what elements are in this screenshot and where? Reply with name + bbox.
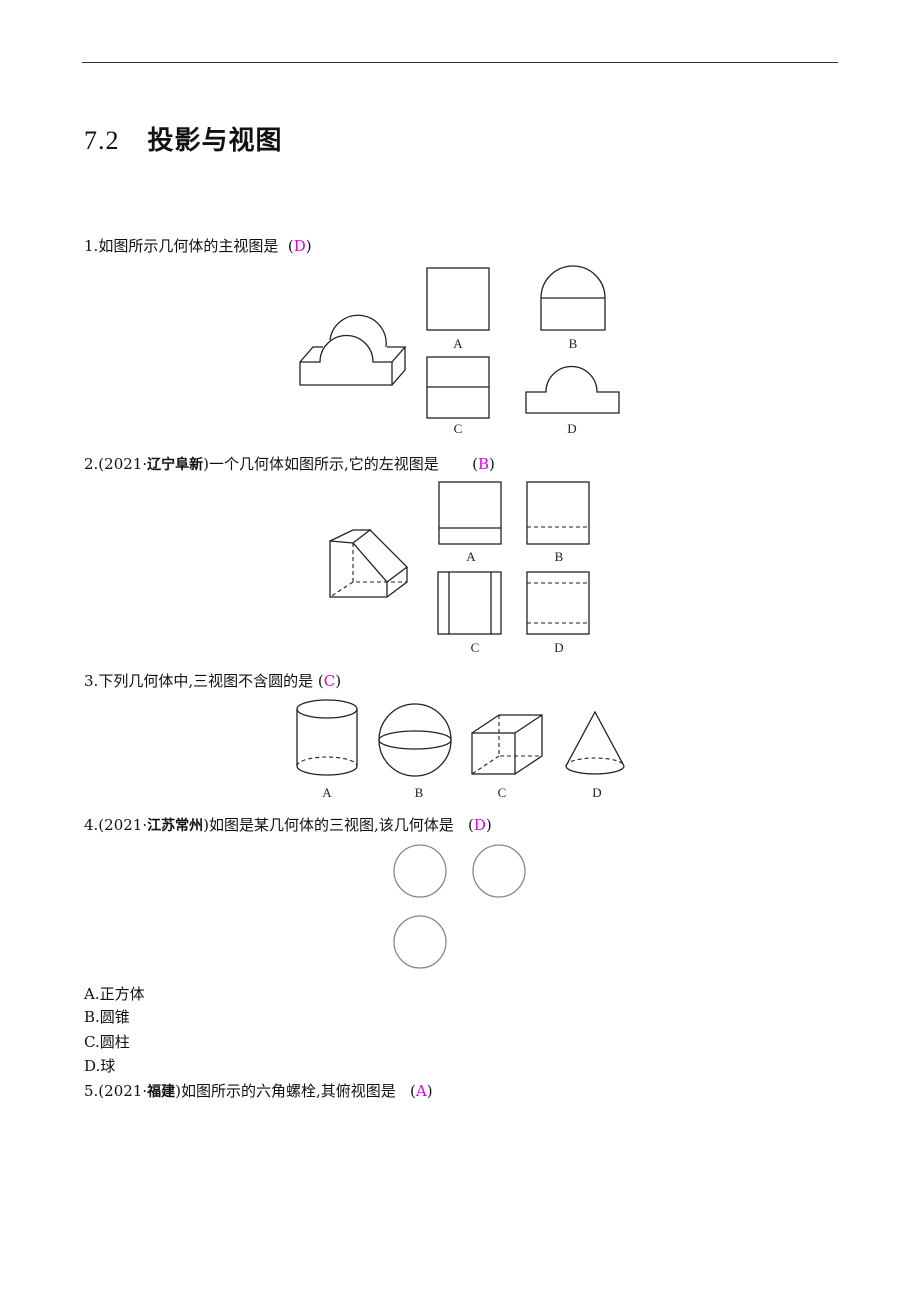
question-1: 1.如图所示几何体的主视图是 (D): [84, 237, 312, 255]
answer: D: [473, 816, 486, 834]
front-view-circle: [393, 844, 447, 898]
svg-text:A: A: [466, 549, 476, 564]
q3-cone: D: [565, 710, 625, 800]
svg-text:B: B: [569, 336, 578, 351]
q1-option-b: B: [540, 265, 606, 351]
svg-text:A: A: [453, 336, 463, 351]
q1-option-a: A: [426, 267, 490, 351]
q2-solid-figure: [329, 529, 408, 598]
choice-c: C.圆柱: [84, 1033, 130, 1051]
q3-sphere: B: [378, 703, 452, 800]
side-view-circle: [472, 844, 526, 898]
svg-text:B: B: [555, 549, 564, 564]
q1-option-c: C: [426, 356, 490, 436]
answer: D: [293, 237, 306, 255]
question-3: 3.下列几何体中,三视图不含圆的是 (C): [84, 672, 342, 690]
answer: A: [415, 1082, 427, 1100]
top-view-circle: [393, 915, 447, 969]
choice-a: A.正方体: [84, 985, 145, 1003]
q3-cylinder: A: [296, 699, 358, 800]
question-2: 2.(2021·辽宁阜新)一个几何体如图所示,它的左视图是 (B): [84, 455, 495, 473]
header-rule: [82, 62, 838, 63]
choice-b: B.圆锥: [84, 1008, 130, 1026]
svg-text:A: A: [322, 785, 332, 800]
q2-option-a: A: [438, 481, 502, 564]
q2-option-c: C: [437, 571, 502, 655]
q1-option-d: D: [525, 365, 620, 436]
svg-text:C: C: [454, 421, 463, 436]
svg-text:C: C: [471, 640, 480, 655]
q3-cube: C: [471, 714, 543, 800]
svg-text:C: C: [498, 785, 507, 800]
choice-d: D.球: [84, 1057, 116, 1075]
svg-text:D: D: [567, 421, 576, 436]
q4-three-views: [393, 844, 526, 969]
svg-text:B: B: [415, 785, 424, 800]
svg-text:D: D: [592, 785, 601, 800]
question-4: 4.(2021·江苏常州)如图是某几何体的三视图,该几何体是 (D): [84, 816, 492, 834]
svg-text:D: D: [554, 640, 563, 655]
answer: B: [477, 455, 489, 473]
q2-option-b: B: [526, 481, 590, 564]
question-5: 5.(2021·福建)如图所示的六角螺栓,其俯视图是 (A): [84, 1082, 433, 1100]
q2-option-d: D: [526, 571, 590, 655]
answer: C: [323, 672, 336, 690]
q1-solid-figure: [299, 314, 407, 386]
